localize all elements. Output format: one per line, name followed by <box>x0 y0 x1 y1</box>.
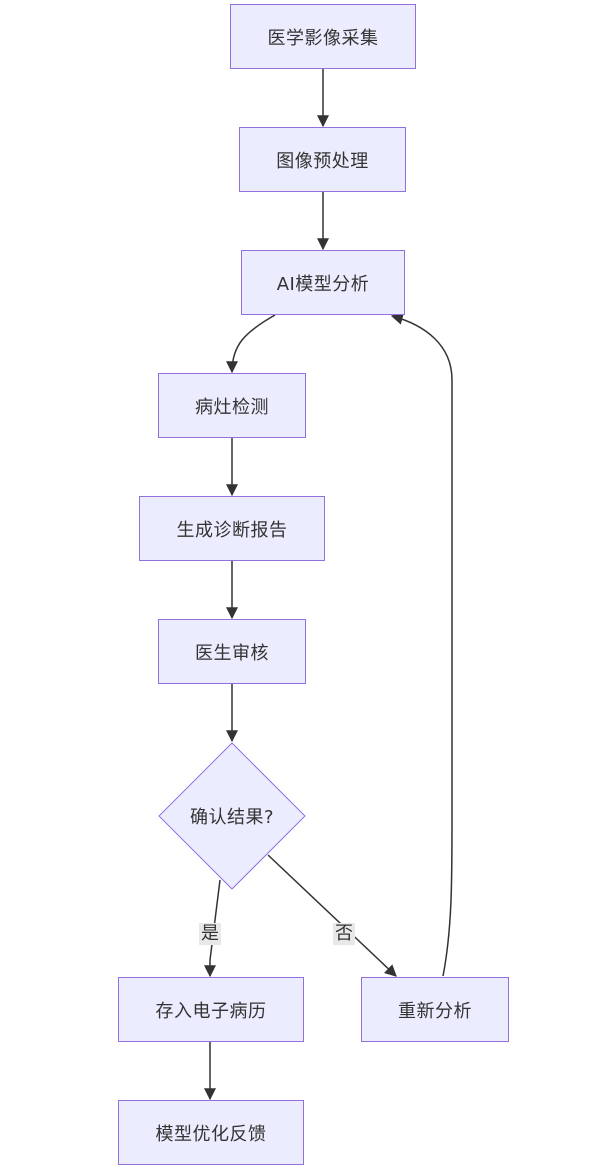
edge-confirm-store <box>204 879 221 978</box>
edge-confirm-reanalyze <box>267 854 397 977</box>
edge-label-no: 否 <box>333 923 355 945</box>
node-image-acquisition: 医学影像采集 <box>230 4 416 69</box>
node-image-preprocessing: 图像预处理 <box>239 127 406 192</box>
edge-reanalyze-ai <box>390 313 453 977</box>
decision-label: 确认结果? <box>189 807 275 828</box>
node-ai-model-analysis: AI模型分析 <box>241 250 405 315</box>
node-lesion-detection: 病灶检测 <box>158 373 306 438</box>
node-reanalyze: 重新分析 <box>361 977 509 1042</box>
node-store-emr: 存入电子病历 <box>118 977 304 1042</box>
node-model-feedback: 模型优化反馈 <box>118 1100 304 1165</box>
decision-diamond-shape <box>158 742 306 890</box>
edge-ai-lesion <box>226 314 276 374</box>
node-generate-report: 生成诊断报告 <box>139 496 325 561</box>
node-doctor-review: 医生审核 <box>158 619 306 684</box>
edge-label-yes: 是 <box>199 923 221 945</box>
node-confirm-decision: 确认结果? <box>158 742 306 890</box>
